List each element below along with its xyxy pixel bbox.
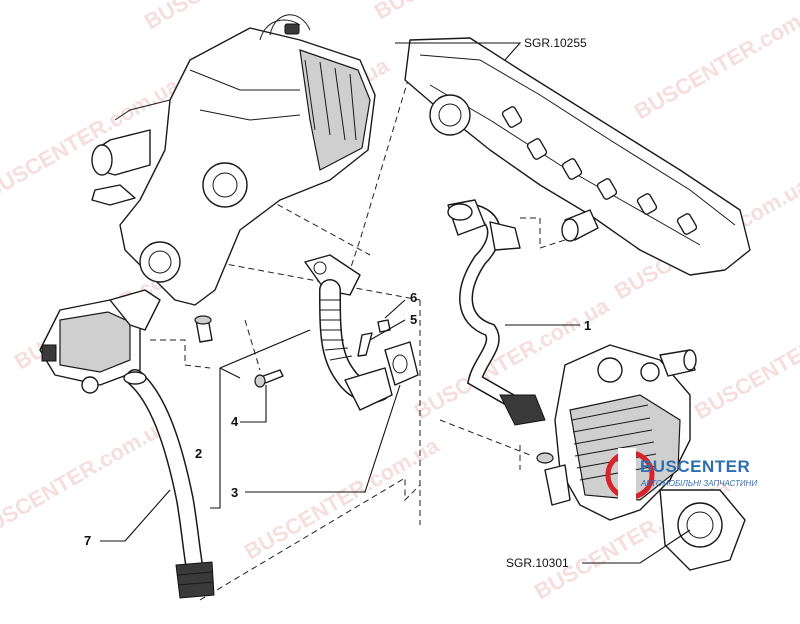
watermark-text: BUSCENTER.com.ua	[0, 412, 174, 544]
ref-bottom: SGR.10301	[506, 556, 569, 570]
leader-line	[100, 489, 171, 542]
callout-5: 5	[410, 312, 417, 327]
part-4-bolt	[254, 369, 284, 388]
callout-4: 4	[231, 414, 239, 429]
leader-line	[240, 385, 267, 423]
part-3-egr-pipe	[304, 254, 393, 411]
part-7-pipe	[123, 369, 215, 599]
watermark-text: BUSCENTER.com.ua	[240, 432, 444, 564]
leader-line	[395, 42, 522, 61]
logo-tagline: АВТОМОБІЛЬНІ ЗАПЧАСТИНИ	[640, 479, 757, 488]
leader-line	[369, 319, 406, 341]
intake-manifold	[404, 37, 751, 276]
leader-line	[384, 299, 406, 319]
oil-cooler-assembly	[536, 344, 746, 571]
leader-line	[210, 368, 221, 509]
leader-line	[582, 529, 691, 564]
part-5-gasket	[384, 341, 419, 386]
dashed-line	[244, 319, 261, 371]
dashed-line	[439, 419, 531, 456]
leader-line	[219, 329, 311, 369]
leader-lines	[100, 42, 691, 564]
leader-line	[219, 367, 241, 379]
part-1-coolant-hose	[447, 199, 546, 426]
part-6-bolts	[357, 319, 391, 357]
callout-labels: 1 2 3 4 5 6 7 SGR.10255 SGR.10301	[84, 36, 591, 570]
callout-6: 6	[410, 290, 417, 305]
dashed-line	[150, 339, 211, 369]
callout-3: 3	[231, 485, 238, 500]
callout-1: 1	[584, 318, 591, 333]
ref-top: SGR.10255	[524, 36, 587, 50]
manifold-ports	[501, 106, 698, 235]
logo-mark-cut	[618, 448, 636, 502]
dashed-line	[520, 217, 566, 249]
watermark-text: BUSCENTER.com.ua	[690, 292, 800, 424]
dashed-line	[259, 194, 371, 256]
watermark-text: BUSCENTER.com.ua	[140, 0, 344, 34]
watermark-text: BUSCENTER.com.ua	[630, 0, 800, 124]
brand-logo: BUSCENTER АВТОМОБІЛЬНІ ЗАПЧАСТИНИ	[605, 448, 757, 502]
callout-7: 7	[84, 533, 91, 548]
leader-line	[245, 384, 401, 493]
egr-valve-assembly	[39, 14, 376, 394]
callout-2: 2	[195, 446, 202, 461]
logo-name: BUSCENTER	[640, 457, 750, 476]
watermark-text: BUSCENTER.com.ua	[370, 0, 574, 24]
